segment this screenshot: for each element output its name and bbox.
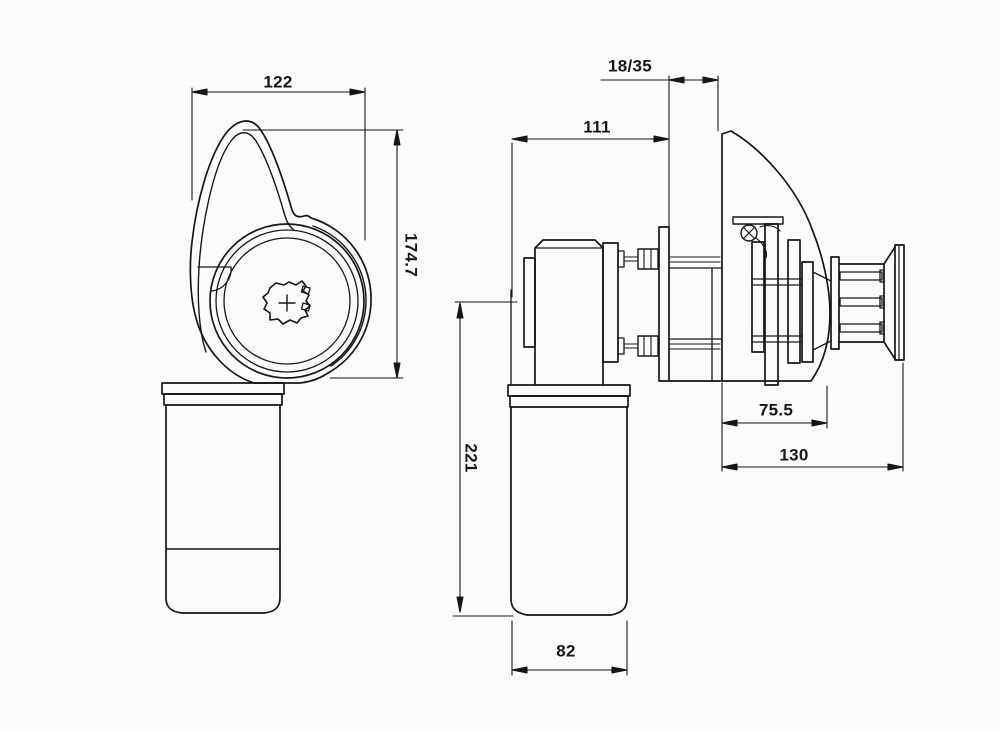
drum-body <box>838 263 885 343</box>
stripper-fin-inner-line <box>197 132 295 353</box>
front-motor-body <box>165 404 281 614</box>
dimension-label-height: 174.7 <box>401 230 421 280</box>
gypsy-housing-dome <box>721 130 831 382</box>
gypsy-pocket-bands <box>751 278 803 343</box>
gearbox-plate <box>602 242 619 363</box>
stud-shaft-bottom <box>623 343 639 349</box>
dimension-label-motor-width: 82 <box>554 641 578 661</box>
gypsy-plate-2 <box>764 223 779 386</box>
side-view <box>454 130 905 616</box>
dimension-label-height-below-deck: 221 <box>461 441 481 475</box>
shell-wrap-inner-line <box>312 225 367 367</box>
dimension-label-gypsy-projection: 75.5 <box>756 400 796 420</box>
stud-nut-top <box>637 248 659 270</box>
gypsy-plate-4 <box>801 261 814 363</box>
hub-cog <box>262 280 311 325</box>
stud-nut-bottom <box>637 335 659 357</box>
hub-clip-bottom <box>300 302 311 312</box>
gypsy-rim-inner <box>223 237 351 365</box>
front-motor-flange-band <box>163 393 283 406</box>
front-motor-flange <box>161 382 285 395</box>
drum-inner-flange <box>830 256 840 350</box>
drum-whelps <box>839 269 885 335</box>
clutch-cone <box>812 271 832 351</box>
deck-backing-plate <box>658 226 723 382</box>
bracket-bolt-cross <box>743 227 755 239</box>
chain-guide-line <box>197 266 232 292</box>
side-motor-flange <box>507 384 631 397</box>
gypsy-rim-outer <box>209 223 365 379</box>
drum-flare <box>883 246 896 360</box>
front-view <box>161 120 372 614</box>
dimension-lines <box>191 75 904 676</box>
stripper-shell-outline <box>189 120 372 384</box>
gearbox-block <box>534 239 604 386</box>
dimension-label-overall-projection: 130 <box>777 445 811 465</box>
dimension-label-length-below-deck: 111 <box>581 117 613 137</box>
gypsy-plate-3 <box>787 239 801 364</box>
hub-center-cross <box>278 294 296 312</box>
stud-washer-bottom <box>617 337 625 355</box>
stud-washer-top <box>617 250 625 268</box>
stud-nut-bottom-facets <box>643 335 652 357</box>
gypsy-rim-mid <box>215 229 359 373</box>
dimension-label-deck-thickness: 18/35 <box>605 56 655 76</box>
hub-clip-top <box>300 285 311 295</box>
deck-studs <box>668 256 721 350</box>
side-motor-flange-band <box>509 395 629 408</box>
gypsy-top-bracket <box>732 216 784 225</box>
dimension-label-width: 122 <box>261 72 295 92</box>
bracket-bolt <box>740 224 758 242</box>
side-motor-body <box>510 406 628 616</box>
stud-shaft-top <box>623 256 639 262</box>
shaft-tube <box>668 267 723 382</box>
gearbox-end-cap <box>523 257 536 348</box>
gypsy-plate-1 <box>751 241 765 353</box>
stud-nut-top-facets <box>643 248 652 270</box>
